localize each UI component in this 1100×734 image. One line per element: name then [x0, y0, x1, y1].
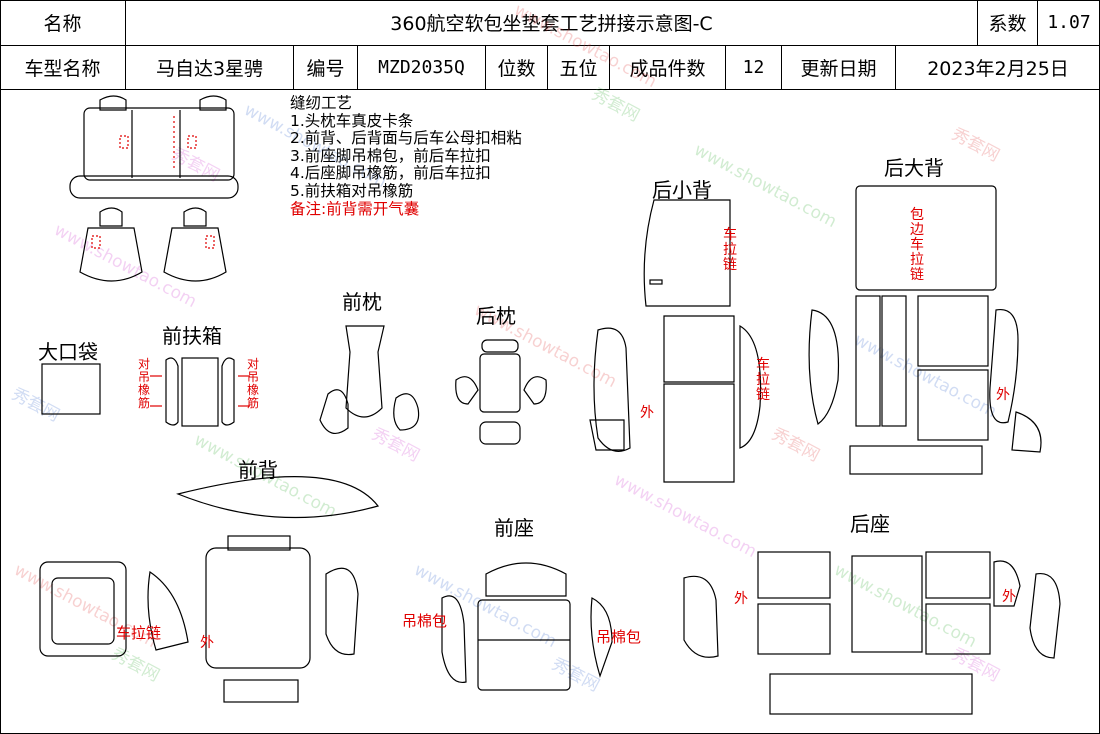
small-back-outer-note: 外: [640, 405, 654, 421]
small-back-zip-side-note: 车拉链: [756, 357, 770, 403]
rear-seat-outer-right-note: 外: [1002, 589, 1016, 605]
front-seat-right-note: 吊棉包: [596, 628, 642, 646]
armrest-left-note: 对吊橡筋: [137, 357, 150, 410]
update-value: 2023年2月25日: [896, 46, 1100, 90]
section-rear-small-back: 后小背: [652, 178, 712, 202]
update-label: 更新日期: [782, 46, 896, 90]
seats-value: 五位: [548, 46, 610, 90]
front-headrest-pieces: [319, 325, 420, 435]
front-seat-pieces: [441, 562, 613, 691]
section-front-back: 前背: [238, 458, 278, 482]
big-pocket-piece: [41, 363, 101, 415]
notes-item-5: 5.前扶箱对吊橡筋: [290, 181, 414, 200]
front-seat-left-note: 吊棉包: [402, 612, 448, 630]
rear-headrest-pieces: [455, 339, 547, 445]
front-seat-thumbnail-right: [163, 207, 227, 282]
coef-label: 系数: [978, 0, 1038, 46]
section-rear-headrest: 后枕: [476, 304, 516, 328]
seats-label: 位数: [486, 46, 548, 90]
rear-big-back-pieces: [808, 185, 1042, 475]
sewing-notes: 缝纫工艺 1.头枕车真皮卡条 2.前背、后背面与后车公母扣相粘 3.前座脚吊棉包…: [290, 94, 522, 218]
code-value: MZD2035Q: [358, 46, 486, 90]
rear-bench-thumbnail: [69, 95, 239, 199]
small-back-zip-top-note: 车拉链: [723, 227, 737, 273]
front-back-outer-note: 外: [200, 635, 214, 651]
notes-item-4: 4.后座脚吊橡筋，前后车拉扣: [290, 164, 491, 183]
section-big-pocket: 大口袋: [38, 340, 98, 364]
section-front-headrest: 前枕: [342, 290, 382, 314]
model-label: 车型名称: [0, 46, 126, 90]
big-back-outer-note: 外: [996, 387, 1010, 403]
section-rear-seat: 后座: [850, 512, 890, 536]
section-front-armrest: 前扶箱: [162, 324, 222, 348]
code-label: 编号: [294, 46, 358, 90]
big-back-edge-note: 包边车拉链: [910, 207, 924, 283]
model-value: 马自达3星骋: [126, 46, 294, 90]
section-front-seat: 前座: [494, 516, 534, 540]
name-label: 名称: [0, 0, 126, 46]
rear-small-back-pieces: [589, 199, 762, 483]
armrest-right-note: 对吊橡筋: [246, 357, 259, 410]
rear-seat-outer-left-note: 外: [734, 591, 748, 607]
front-seat-thumbnail-left: [79, 207, 143, 282]
notes-item-3: 3.前座脚吊棉包，前后车拉扣: [290, 146, 491, 165]
notes-title: 缝纫工艺: [290, 94, 353, 112]
section-rear-big-back: 后大背: [884, 156, 944, 180]
notes-remark: 备注:前背需开气囊: [290, 199, 420, 218]
notes-item-1: 1.头枕车真皮卡条: [290, 111, 414, 130]
front-back-pieces: [39, 476, 380, 703]
drawing-title: 360航空软包坐垫套工艺拼接示意图-C: [126, 0, 978, 46]
front-armrest-pieces: [150, 357, 250, 427]
coef-value: 1.07: [1038, 0, 1100, 46]
front-back-zip-note: 车拉链: [116, 624, 162, 642]
rear-seat-pieces: [683, 551, 1061, 715]
pieces-label: 成品件数: [610, 46, 726, 90]
notes-item-2: 2.前背、后背面与后车公母扣相粘: [290, 129, 522, 148]
pieces-value: 12: [726, 46, 782, 90]
